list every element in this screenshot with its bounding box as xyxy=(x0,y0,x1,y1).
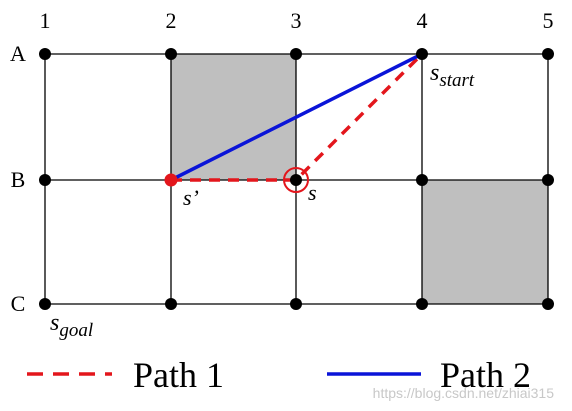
blocked-cell-b4 xyxy=(422,180,548,304)
node-c3 xyxy=(290,298,302,310)
node-a5 xyxy=(542,48,554,60)
row-label-c: C xyxy=(11,291,26,316)
node-a1 xyxy=(39,48,51,60)
row-label-b: B xyxy=(11,167,26,192)
node-s-highlight-ring xyxy=(283,167,309,193)
legend-path-1-label: Path 1 xyxy=(133,355,224,395)
node-s-prime xyxy=(164,173,178,187)
column-label-2: 2 xyxy=(166,8,177,33)
node-a3 xyxy=(290,48,302,60)
label-s-start: sstart xyxy=(430,60,475,91)
node-c1 xyxy=(39,298,51,310)
node-b3 xyxy=(290,174,302,186)
watermark-text: https://blog.csdn.net/zhiai315 xyxy=(373,385,555,401)
row-label-a: A xyxy=(10,41,26,66)
blocked-cell-a2 xyxy=(171,54,296,180)
column-label-5: 5 xyxy=(543,8,554,33)
node-a4 xyxy=(416,48,428,60)
node-b1 xyxy=(39,174,51,186)
column-label-1: 1 xyxy=(40,8,51,33)
node-a2 xyxy=(165,48,177,60)
node-c4 xyxy=(416,298,428,310)
node-b4 xyxy=(416,174,428,186)
label-s-prime: s’ xyxy=(183,185,199,210)
node-b5 xyxy=(542,174,554,186)
column-label-3: 3 xyxy=(291,8,302,33)
label-s-goal: sgoal xyxy=(50,310,93,341)
legend-path-2-label: Path 2 xyxy=(440,355,531,395)
node-c5 xyxy=(542,298,554,310)
node-c2 xyxy=(165,298,177,310)
label-s: s xyxy=(308,180,317,205)
column-label-4: 4 xyxy=(417,8,428,33)
legend: Path 1 Path 2 xyxy=(27,355,531,395)
grid-nodes xyxy=(39,48,554,310)
path-2-line xyxy=(170,52,423,182)
